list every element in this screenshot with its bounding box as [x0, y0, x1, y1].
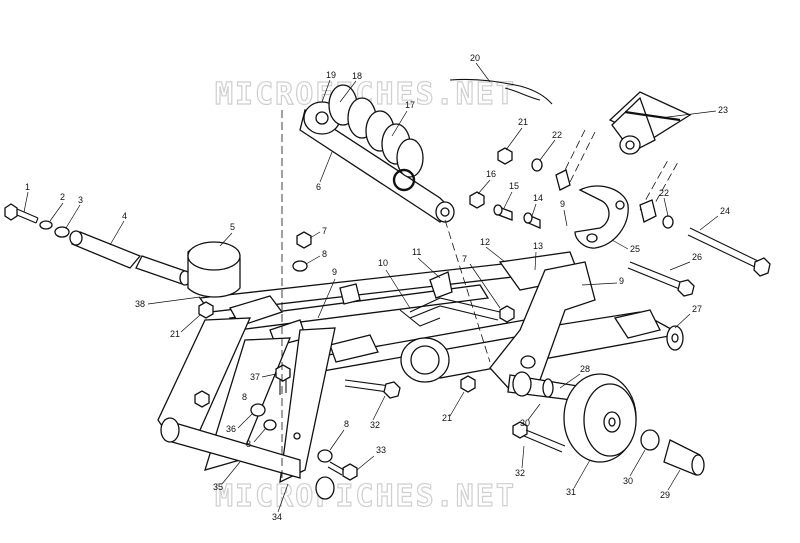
callout: 7: [322, 226, 327, 236]
clamp-11: [429, 271, 453, 299]
bolt-37: [275, 364, 291, 395]
callout: 36: [226, 424, 236, 434]
bracket-25: [574, 185, 629, 249]
cup-5: [187, 241, 241, 298]
callout: 14: [533, 193, 543, 203]
washer-36: [250, 403, 266, 417]
cup-center: [400, 337, 450, 383]
spring-17: [328, 84, 424, 192]
spacer-right: [639, 199, 657, 223]
callout: 17: [405, 100, 415, 110]
callout: 32: [370, 420, 380, 430]
nut-21-top: [497, 147, 513, 165]
callouts: 1 2 3 4 5 38 21 7 8 9 6 17 18 19 20 10 1…: [23, 53, 730, 522]
callout: 22: [659, 188, 669, 198]
callout: 18: [352, 71, 362, 81]
callout: 34: [272, 512, 282, 522]
callout: 24: [720, 206, 730, 216]
callout: 4: [122, 211, 127, 221]
arm-23: [608, 91, 692, 155]
spacer-top: [555, 169, 571, 191]
spacer-29: [663, 439, 705, 476]
bracket-12: [489, 251, 596, 393]
washer-22-top: [531, 158, 543, 172]
bolt-32-right: [512, 421, 566, 453]
nut-7: [296, 231, 312, 249]
callout: 3: [78, 195, 83, 205]
washer-30: [640, 429, 660, 451]
callout: 32: [515, 468, 525, 478]
washer-2: [39, 220, 53, 230]
callout: 8: [242, 392, 247, 402]
callout: 8: [344, 419, 349, 429]
bolt-26: [627, 261, 695, 297]
callout: 26: [692, 252, 702, 262]
callout: 9: [332, 267, 337, 277]
washer-3: [54, 226, 70, 238]
callout: 22: [552, 130, 562, 140]
bolt-24: [687, 227, 771, 277]
callout: 25: [630, 244, 640, 254]
callout: 5: [230, 222, 235, 232]
callout: 15: [509, 181, 519, 191]
bolt-33: [327, 461, 358, 481]
callout: 30: [623, 476, 633, 486]
callout: 10: [378, 258, 388, 268]
washer-22-right: [662, 215, 674, 229]
callout: 1: [25, 182, 30, 192]
callout: 12: [480, 237, 490, 247]
callout: 29: [660, 490, 670, 500]
side-rail-left: [157, 317, 336, 500]
callout: 7: [462, 254, 467, 264]
callout: 13: [533, 241, 543, 251]
callout: 28: [580, 364, 590, 374]
callout: 38: [135, 299, 145, 309]
callout: 35: [213, 482, 223, 492]
callout: 16: [486, 169, 496, 179]
nut-16: [469, 191, 485, 209]
washer-8-center: [292, 260, 308, 272]
cable-20: [449, 78, 553, 105]
bracket-top: [339, 283, 361, 305]
callout: 31: [566, 487, 576, 497]
nut-7-right: [499, 305, 515, 323]
washer-8-left: [263, 419, 277, 431]
callout: 2: [60, 192, 65, 202]
nut-21-left: [198, 301, 214, 319]
bolt-32-left: [344, 379, 401, 399]
callout: 21: [442, 413, 452, 423]
callout: 21: [170, 329, 180, 339]
callout: 30: [520, 418, 530, 428]
wheel-31: [563, 373, 637, 463]
callout: 6: [316, 182, 321, 192]
callout: 8: [246, 439, 251, 449]
callout: 27: [692, 304, 702, 314]
nut-left: [194, 390, 210, 408]
callout: 11: [412, 247, 421, 257]
callout: 37: [250, 372, 260, 382]
watermark-bottom: MICROFICHES.NET: [215, 479, 516, 514]
washer-8-bottom: [317, 449, 333, 463]
callout: 23: [718, 105, 728, 115]
callout: 19: [326, 70, 336, 80]
nut-21-bottom: [460, 375, 476, 393]
callout: 8: [322, 249, 327, 259]
bolt-1: [4, 203, 39, 224]
callout: 21: [518, 117, 528, 127]
rod-10: [399, 297, 501, 327]
bracket-left-3: [329, 334, 379, 363]
callout: 9: [619, 276, 624, 286]
callout: 33: [376, 445, 386, 455]
callout: 20: [470, 53, 480, 63]
callout: 9: [560, 199, 565, 209]
tube-4: [69, 230, 191, 286]
